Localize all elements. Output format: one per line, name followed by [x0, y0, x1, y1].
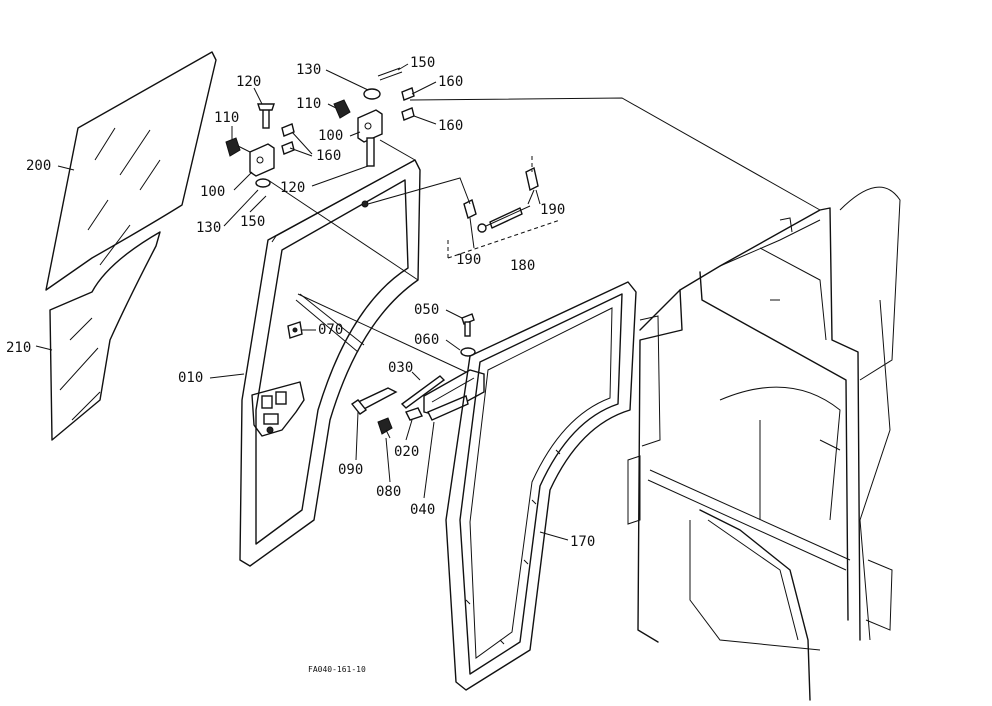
label-190-left: 190: [456, 252, 481, 268]
hinge-left: [225, 103, 295, 213]
label-100-right: 100: [318, 128, 343, 144]
label-110-left: 110: [214, 110, 239, 126]
label-100-left: 100: [200, 184, 225, 200]
label-020: 020: [394, 444, 419, 460]
rod-030: [400, 375, 446, 409]
label-030: 030: [388, 360, 413, 376]
label-150-top: 150: [410, 55, 435, 71]
screw-050: [461, 313, 475, 337]
label-leaders: [35, 63, 569, 541]
screw-080: [377, 417, 393, 439]
label-010: 010: [178, 370, 203, 386]
hinge-leader-lines: [267, 97, 821, 281]
label-160-top: 160: [438, 74, 463, 90]
label-080: 080: [376, 484, 401, 500]
label-170: 170: [570, 534, 595, 550]
label-180: 180: [510, 258, 535, 274]
label-040: 040: [410, 502, 435, 518]
label-130-left: 130: [196, 220, 221, 236]
lower-glass-panel: [49, 231, 161, 441]
label-060: 060: [414, 332, 439, 348]
plate-020: [405, 407, 423, 421]
drawing-code: FA040-161-10: [308, 665, 366, 674]
label-130-top: 130: [296, 62, 321, 78]
label-200: 200: [26, 158, 51, 174]
bolt-070: [287, 321, 303, 339]
washer-060: [460, 347, 476, 357]
label-160-right: 160: [438, 118, 463, 134]
label-150-left: 150: [240, 214, 265, 230]
label-110-top: 110: [296, 96, 321, 112]
label-070: 070: [318, 322, 343, 338]
upper-glass-panel: [45, 51, 217, 291]
gas-strut: [367, 156, 561, 259]
hinge-right: [333, 67, 415, 167]
inner-handle-090: [350, 387, 398, 415]
label-120-mid: 120: [280, 180, 305, 196]
door-seal: [445, 281, 637, 691]
label-090: 090: [338, 462, 363, 478]
cab-frame: [627, 186, 901, 701]
outer-handle-040: [423, 369, 485, 421]
label-210: 210: [6, 340, 31, 356]
label-160-left: 160: [316, 148, 341, 164]
label-190-right: 190: [540, 202, 565, 218]
part-labels: 120 110 100 130 150 160 120 130 110 100 …: [6, 55, 595, 674]
label-050: 050: [414, 302, 439, 318]
handle-leader-line: [297, 293, 467, 373]
door-latch: [251, 381, 305, 437]
label-120-top: 120: [236, 74, 261, 90]
